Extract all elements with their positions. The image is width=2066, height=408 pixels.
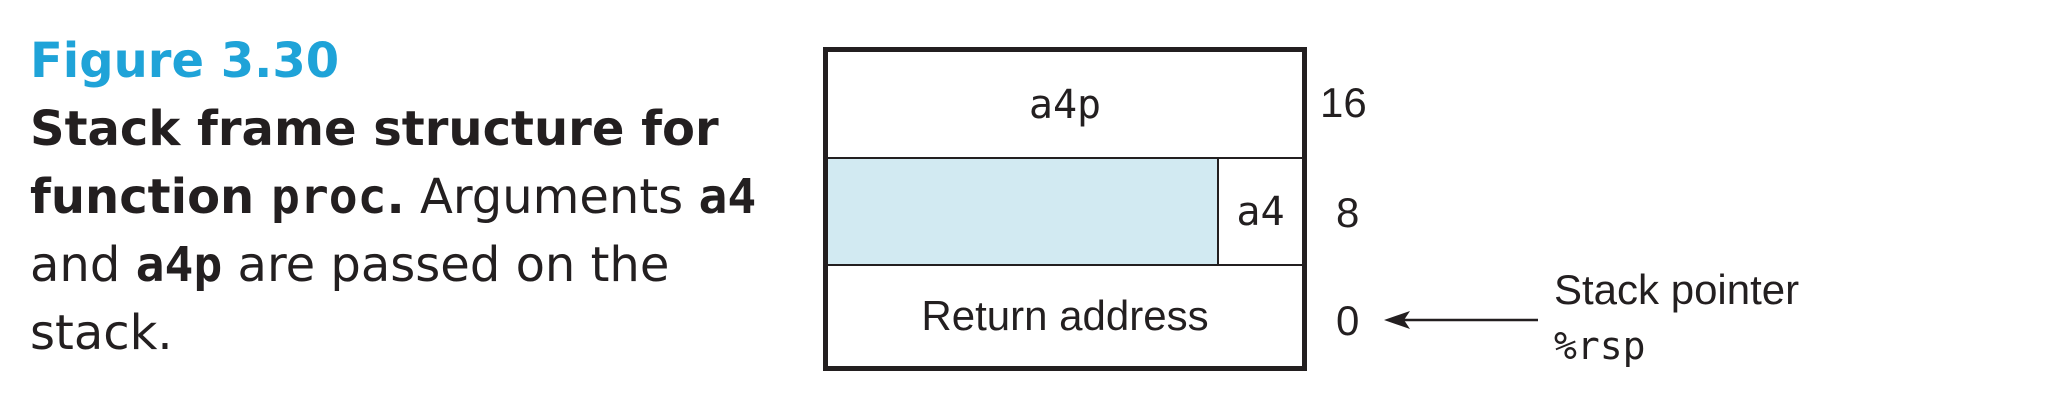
- caption-title-code: proc: [270, 169, 387, 225]
- stack-pointer-register: %rsp: [1554, 324, 1646, 368]
- stack-cell-a4-label: a4: [1236, 188, 1285, 235]
- offset-label-0: 0: [1336, 297, 1360, 344]
- caption-title-prefix: Stack frame structure for function: [30, 101, 719, 225]
- caption-body-part2: and: [30, 237, 136, 293]
- stack-padding-cell: [828, 159, 1219, 264]
- stack-pointer-label: Stack pointer: [1554, 266, 1800, 313]
- caption-title-suffix: .: [386, 169, 405, 225]
- figure-description: Stack frame structure for function proc.…: [30, 95, 790, 367]
- stack-row-a4: a4: [828, 159, 1302, 266]
- figure-caption: Figure 3.30 Stack frame structure for fu…: [30, 33, 790, 367]
- offset-label-8: 8: [1336, 189, 1360, 236]
- stack-cell-return-address-label: Return address: [921, 292, 1209, 339]
- caption-body-part3: are passed on the stack.: [30, 237, 670, 361]
- caption-body-part1: Arguments: [404, 169, 699, 225]
- stack-frame-box: a4p a4 Return address: [823, 47, 1307, 371]
- stack-row-a4p: a4p: [828, 52, 1302, 159]
- offset-label-16: 16: [1320, 79, 1367, 126]
- caption-code-a4p: a4p: [135, 237, 223, 293]
- stack-row-return-address: Return address: [828, 266, 1302, 366]
- figure-label: Figure 3.30: [30, 33, 340, 89]
- stack-pointer-arrow-icon: [1384, 311, 1538, 329]
- stack-cell-a4p-label: a4p: [1028, 81, 1102, 128]
- caption-code-a4: a4: [698, 169, 757, 225]
